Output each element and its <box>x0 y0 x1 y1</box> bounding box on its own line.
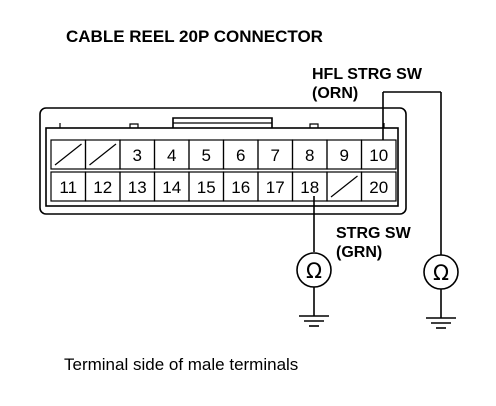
connector-outer-shell <box>39 107 407 215</box>
connector-inner-frame <box>45 127 399 207</box>
terminal-number: 13 <box>128 178 147 197</box>
strg-sw-label: STRG SW <box>336 225 412 242</box>
ohm-icon: Ω <box>433 261 449 285</box>
terminal-number: 16 <box>231 178 250 197</box>
terminal-number: 14 <box>162 178 181 197</box>
terminal-cell-frame <box>360 139 397 170</box>
hfl-strg-sw-wiring: Ω <box>382 91 459 329</box>
empty-cavity-slash <box>89 143 117 166</box>
terminal-cell-frame <box>360 171 397 202</box>
terminal-cell: 20 <box>360 171 397 202</box>
terminal-number: 15 <box>197 178 216 197</box>
hfl-wire-color-label: (ORN) <box>312 85 358 102</box>
terminal-cell <box>84 139 121 170</box>
terminal-number: 7 <box>271 146 280 165</box>
terminal-cell: 10 <box>360 139 397 170</box>
terminal-cell: 17 <box>257 171 294 202</box>
terminal-cell: 8 <box>291 139 328 170</box>
terminal-number: 3 <box>133 146 142 165</box>
key-notches <box>59 123 385 128</box>
strg-wire-color-label: (GRN) <box>336 244 382 261</box>
diagram-title: CABLE REEL 20P CONNECTOR <box>66 27 323 46</box>
terminal-cell: 11 <box>50 171 87 202</box>
terminal-number: 4 <box>167 146 176 165</box>
terminal-cell: 16 <box>222 171 259 202</box>
terminal-number: 9 <box>340 146 349 165</box>
terminal-cell: 18 <box>291 171 328 202</box>
terminal-cell: 13 <box>119 171 156 202</box>
terminal-cell <box>50 139 87 170</box>
ohm-icon: Ω <box>306 259 322 283</box>
terminal-number: 18 <box>300 178 319 197</box>
terminal-number: 12 <box>93 178 112 197</box>
diagram-caption: Terminal side of male terminals <box>64 355 298 374</box>
empty-cavity-slash <box>330 175 358 198</box>
terminal-cell <box>326 171 363 202</box>
terminal-number: 17 <box>266 178 285 197</box>
terminal-cell: 5 <box>188 139 225 170</box>
hfl-strg-sw-label: HFL STRG SW <box>312 66 423 83</box>
terminal-number: 11 <box>59 178 77 197</box>
terminal-cell: 6 <box>222 139 259 170</box>
terminal-cell: 14 <box>153 171 190 202</box>
terminal-cell: 9 <box>326 139 363 170</box>
strg-sw-wiring: Ω <box>296 196 332 327</box>
terminal-cell: 4 <box>153 139 190 170</box>
terminal-grid: 3 4 5 6 7 8 9 10 11 12 13 14 15 16 17 18 20 <box>50 139 397 202</box>
terminal-cell: 3 <box>119 139 156 170</box>
empty-cavity-slash <box>54 143 82 166</box>
terminal-number: 6 <box>236 146 245 165</box>
terminal-cell: 15 <box>188 171 225 202</box>
terminal-cell: 7 <box>257 139 294 170</box>
terminal-number: 20 <box>369 178 388 197</box>
terminal-cell: 12 <box>84 171 121 202</box>
terminal-number: 5 <box>202 146 211 165</box>
terminal-number: 10 <box>369 146 388 165</box>
connector-housing <box>39 107 407 215</box>
terminal-number: 8 <box>305 146 314 165</box>
